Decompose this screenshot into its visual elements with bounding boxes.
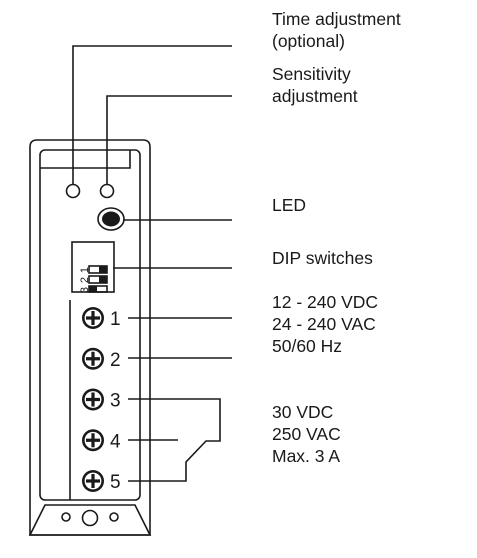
time-leader-line (72, 45, 232, 184)
time-potentiometer (65, 183, 81, 199)
dip-number-2: 2 (79, 277, 91, 283)
terminal-number-2: 2 (110, 350, 121, 371)
terminal-screw-5 (82, 470, 104, 492)
dip-switch-1-knob (99, 266, 107, 273)
device-front-panel (39, 149, 141, 501)
display-window-outline (40, 150, 131, 169)
terminal-strip: 1 2 3 4 5 (82, 307, 121, 493)
foot-hole-left (61, 512, 71, 522)
terminal-screw-1 (82, 307, 104, 329)
time-adjustment-label: Time adjustment (optional) (272, 9, 401, 51)
sensitivity-potentiometer (99, 183, 115, 199)
terminal-screw-2 (82, 347, 104, 370)
dip-switch-3-knob (89, 286, 97, 292)
terminal-number-3: 3 (110, 391, 121, 412)
foot-hole-right (109, 512, 119, 522)
supply-voltage-label: 12 - 240 VDC 24 - 240 VAC 50/60 Hz (272, 292, 379, 356)
dip-number-1: 1 (79, 267, 91, 273)
dip-switches-label: DIP switches (272, 248, 373, 268)
sensitivity-leader-line (106, 95, 232, 184)
led-label: LED (272, 195, 307, 215)
terminal-screw-3 (82, 388, 104, 411)
led-bezel (97, 207, 125, 231)
foot-hole-center (81, 509, 99, 527)
led-lamp (102, 211, 120, 227)
contact-rating-label: 30 VDC 250 VAC Max. 3 A (272, 402, 341, 466)
dip-switch-2-knob (99, 276, 107, 283)
device-foot (28, 504, 152, 536)
dip-number-3: 3 (79, 287, 91, 293)
terminal-number-4: 4 (110, 431, 121, 452)
terminal-number-5: 5 (110, 472, 121, 493)
sensitivity-adjustment-label: Sensitivity adjustment (272, 64, 358, 106)
relay-contact-wiring (128, 398, 221, 482)
terminal-screw-4 (82, 429, 104, 452)
terminal-number-1: 1 (110, 309, 121, 330)
dip-switch-numbers: 1 2 3 (79, 267, 91, 293)
